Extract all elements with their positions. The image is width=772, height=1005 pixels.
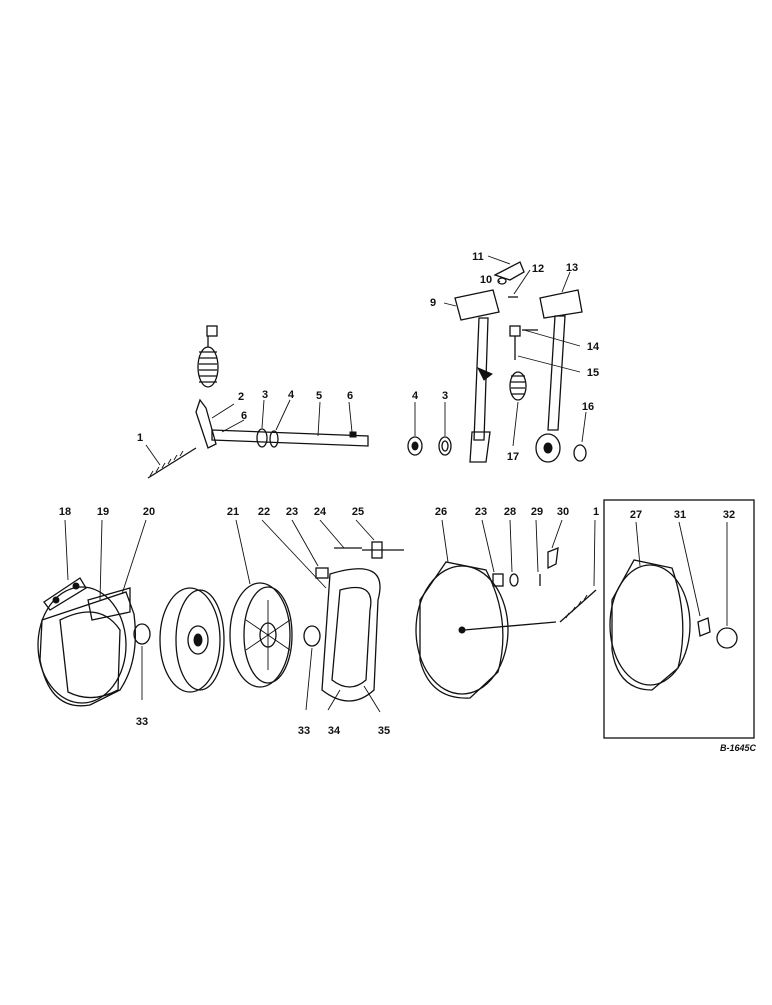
adjusting-bolt [315, 541, 404, 579]
callout-3: 3 [262, 389, 268, 401]
callout-1: 1 [137, 432, 143, 444]
washer-3 [438, 436, 452, 456]
callout-34: 34 [328, 725, 341, 737]
brake-housing-right [415, 561, 509, 699]
callout-35: 35 [378, 725, 390, 737]
callout-6: 6 [347, 390, 353, 402]
callout-23: 23 [286, 506, 298, 518]
washer-4 [407, 436, 423, 456]
callout-1: 1 [593, 506, 599, 518]
callout-9: 9 [430, 297, 436, 309]
callout-18: 18 [59, 506, 71, 518]
return-spring-right [463, 589, 597, 631]
spacer-33b [303, 625, 321, 647]
brake-drum [159, 587, 225, 693]
callout-23: 23 [475, 506, 487, 518]
callout-14: 14 [587, 341, 600, 353]
right-brake-pedal [535, 289, 583, 463]
return-spring-left [147, 447, 197, 479]
small-parts-right [492, 546, 559, 587]
callout-5: 5 [316, 390, 322, 402]
inset-box [603, 499, 755, 739]
ring-16 [573, 444, 587, 462]
callout-4: 4 [288, 389, 295, 401]
pawl-rod [509, 325, 538, 360]
callout-3: 3 [442, 390, 448, 402]
drawing-code: B-1645C [720, 743, 757, 753]
brake-housing-left [37, 586, 137, 707]
callouts: 1 2 6 3 4 5 6 4 3 11 12 13 10 9 14 15 16… [59, 251, 757, 753]
callout-11: 11 [472, 251, 484, 263]
callout-21: 21 [227, 506, 239, 518]
callout-22: 22 [258, 506, 270, 518]
callout-30: 30 [557, 506, 569, 518]
brake-band [321, 568, 381, 702]
brake-drum-cover [229, 582, 293, 688]
pedal-latch [493, 261, 525, 298]
callout-25: 25 [352, 506, 364, 518]
callout-33: 33 [298, 725, 310, 737]
leader-lines [64, 255, 728, 713]
callout-12: 12 [532, 263, 544, 275]
callout-26: 26 [435, 506, 447, 518]
callout-19: 19 [97, 506, 109, 518]
callout-28: 28 [504, 506, 516, 518]
callout-13: 13 [566, 262, 578, 274]
pedal-spring [509, 371, 527, 401]
left-brake-pedal [454, 289, 500, 463]
spacer-33a [133, 623, 151, 645]
callout-4: 4 [412, 390, 419, 402]
callout-10: 10 [480, 274, 492, 286]
callout-33: 33 [136, 716, 148, 728]
callout-32: 32 [723, 509, 735, 521]
callout-29: 29 [531, 506, 543, 518]
callout-31: 31 [674, 509, 686, 521]
callout-17: 17 [507, 451, 519, 463]
cross-shaft [195, 398, 369, 449]
callout-20: 20 [143, 506, 155, 518]
callout-6: 6 [241, 410, 247, 422]
callout-27: 27 [630, 509, 642, 521]
callout-2: 2 [238, 391, 244, 403]
callout-16: 16 [582, 401, 594, 413]
callout-15: 15 [587, 367, 599, 379]
callout-24: 24 [314, 506, 327, 518]
brake-spring-top [197, 325, 219, 388]
